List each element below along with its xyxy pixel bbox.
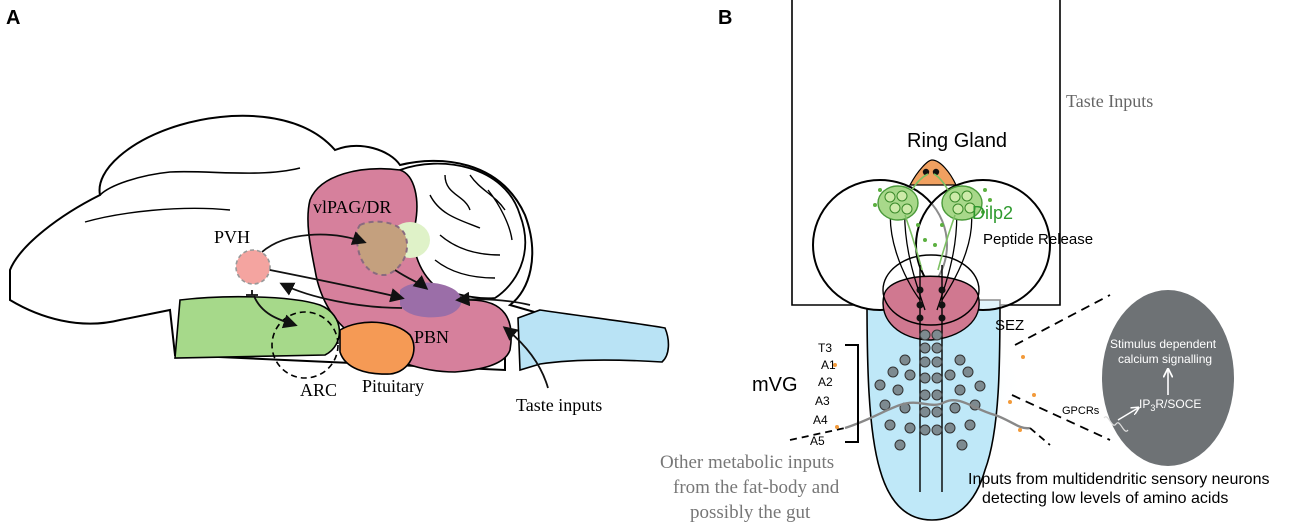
label-dilp2: Dilp2 [972, 203, 1013, 223]
dilp2-projections [904, 173, 956, 271]
sez-region [882, 275, 980, 341]
cortex-sulcus-2 [84, 207, 231, 223]
label-sensory-inputs-1: Inputs from multidendritic sensory neuro… [968, 471, 1269, 488]
label-other-inputs-3: possibly the gut [690, 502, 811, 523]
arc-region [271, 311, 339, 379]
label-arc: ARC [300, 380, 337, 400]
label-seg-a1: A1 [821, 358, 836, 372]
dilp2-cluster-right [941, 185, 983, 221]
spinal-cord [517, 309, 670, 372]
label-cell-signal-2: calcium signalling [1118, 352, 1212, 366]
panel-a: A vlPAG/DR [6, 7, 670, 415]
label-ip3r-soce: IP3R/SOCE [1139, 397, 1201, 413]
label-pbn: PBN [414, 327, 449, 347]
dashed-inputs-left [789, 427, 846, 441]
panel-b-label: B [718, 7, 732, 29]
lobe-inner-lines [889, 189, 973, 311]
dilp2-cluster-left [877, 185, 919, 221]
arrow-spinal-to-pbn [455, 291, 531, 307]
arrow-arc-to-pvh [253, 295, 298, 329]
cerebellum-folds [429, 174, 513, 279]
label-mvg: mVG [752, 374, 798, 396]
label-taste-inputs-b: Taste Inputs [1066, 91, 1153, 111]
mvg-neurons [874, 329, 986, 451]
pituitary-region [339, 321, 415, 375]
dilp2-release-dots [873, 188, 992, 247]
label-sez: SEZ [995, 317, 1024, 334]
panel-a-label: A [6, 7, 20, 29]
label-pituitary: Pituitary [362, 376, 424, 396]
label-ring-gland: Ring Gland [907, 130, 1007, 152]
label-seg-a4: A4 [813, 413, 828, 427]
label-other-inputs-1: Other metabolic inputs [660, 452, 834, 473]
label-other-inputs-2: from the fat-body and [673, 477, 840, 498]
gpcr-arrow [1117, 408, 1138, 421]
zoom-line-top [1014, 294, 1111, 346]
label-taste-inputs-a: Taste inputs [516, 395, 602, 415]
label-peptide-release: Peptide Release [983, 231, 1093, 248]
arrow-pvh-to-pag [261, 231, 367, 253]
label-cell-signal-1: Stimulus dependent [1110, 337, 1217, 351]
arrow-pvh-inhibit-arc [246, 290, 258, 296]
arrow-pag-to-pbn [394, 269, 429, 290]
ring-gland-dot-2 [932, 168, 940, 176]
label-vlpag-dr: vlPAG/DR [313, 197, 391, 217]
pvh-region [235, 249, 271, 285]
label-seg-t3: T3 [818, 341, 832, 355]
pbn-region [400, 282, 462, 318]
gpcr-coil [1103, 416, 1129, 432]
label-seg-a5: A5 [810, 434, 825, 448]
label-pvh: PVH [214, 227, 250, 247]
cortex-sulcus [99, 167, 301, 196]
pag-tan-region [355, 220, 408, 277]
mvg-bracket [845, 344, 859, 443]
arrow-pbn-to-pvh [279, 282, 403, 309]
label-gpcrs: GPCRs [1062, 405, 1100, 417]
label-sensory-inputs-2: detecting low levels of amino acids [982, 490, 1228, 507]
dashed-inputs-right [1029, 427, 1051, 446]
zoom-line-bottom [1011, 394, 1111, 441]
arrow-taste-to-pbn [502, 326, 549, 389]
hypothalamus-region [174, 295, 341, 359]
sez-outline [882, 254, 980, 326]
sez-neurons [916, 286, 946, 322]
label-seg-a3: A3 [815, 394, 830, 408]
panel-b: B Taste Inputs Ring Gland [660, 0, 1269, 523]
arrow-pvh-to-pbn [269, 269, 405, 303]
label-seg-a2: A2 [818, 375, 833, 389]
sensory-axon [844, 399, 1031, 430]
amino-acid-dots [833, 355, 1036, 432]
vlpag-dr-region [307, 167, 512, 373]
